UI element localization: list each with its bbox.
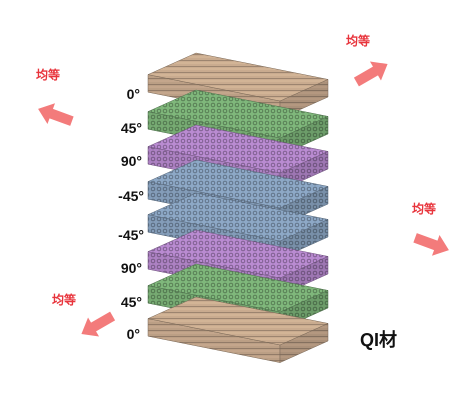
ply-top-face xyxy=(147,229,329,279)
ply-label-1: 45° xyxy=(120,120,142,136)
ply-label-7: 0° xyxy=(126,326,140,342)
arrow-up-left-icon xyxy=(38,103,74,126)
ply-label-5: 90° xyxy=(120,260,142,276)
ply-7 xyxy=(147,296,329,363)
ply-label-4: -45° xyxy=(118,227,144,243)
arrow-label-right: 均等 xyxy=(412,202,437,216)
arrow-right-icon xyxy=(413,233,449,256)
ply-label-6: 45° xyxy=(120,294,142,310)
ply-top-face xyxy=(147,52,329,102)
ply-top-face xyxy=(147,296,329,346)
ply-label-2: 90° xyxy=(120,153,142,169)
arrow-label-up-left: 均等 xyxy=(36,68,61,82)
arrow-label-up-right: 均等 xyxy=(346,34,371,48)
ply-label-0: 0° xyxy=(126,86,140,102)
ply-top-face xyxy=(147,89,329,139)
arrow-label-down-left: 均等 xyxy=(52,293,77,307)
material-label: QI材 xyxy=(360,330,398,350)
ply-label-3: -45° xyxy=(118,188,144,204)
ply-top-face xyxy=(147,263,329,313)
arrow-down-left-icon xyxy=(81,311,116,337)
ply-top-face xyxy=(147,124,329,174)
ply-top-face xyxy=(147,159,329,209)
ply-top-face xyxy=(147,192,329,242)
arrow-up-right-icon xyxy=(353,61,388,87)
